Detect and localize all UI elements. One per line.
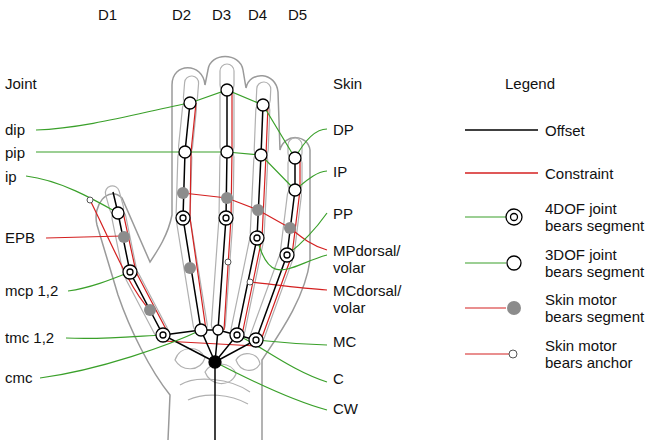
constraint-lines <box>46 90 327 346</box>
part-label: Skin <box>333 75 362 92</box>
leader-lines <box>26 90 327 410</box>
part-label: pip <box>5 144 25 161</box>
part-label: MCdorsal/ volar <box>333 282 413 316</box>
legend-text: Constraint <box>545 165 653 182</box>
part-label: MC <box>333 333 356 350</box>
bone-outlines <box>104 64 302 344</box>
skin-motors <box>118 187 296 316</box>
part-label: Joint <box>5 75 37 92</box>
hand-outline <box>96 57 310 440</box>
digit-label: D4 <box>248 6 267 23</box>
legend-text: Offset <box>545 122 653 139</box>
skin-anchors <box>87 197 253 285</box>
part-label: C <box>333 370 344 387</box>
carpal-bones <box>175 348 260 404</box>
part-label: IP <box>333 163 347 180</box>
part-label: MPdorsal/ volar <box>333 242 413 276</box>
part-label: CW <box>333 400 358 417</box>
part-label: ip <box>5 168 17 185</box>
legend-samples <box>465 130 538 358</box>
part-label: PP <box>333 205 353 222</box>
digit-label: D3 <box>212 6 231 23</box>
part-label: DP <box>333 121 354 138</box>
legend-text: Skin motor bears anchor <box>545 337 653 371</box>
digit-label: D5 <box>288 6 307 23</box>
part-label: Legend <box>505 75 555 92</box>
part-label: cmc <box>5 369 33 386</box>
legend-text: Skin motor bears segment <box>545 291 653 325</box>
part-label: EPB <box>5 229 35 246</box>
legend-text: 4DOF joint bears segment <box>545 200 653 234</box>
digit-label: D1 <box>98 6 117 23</box>
part-label: tmc 1,2 <box>5 329 54 346</box>
part-label: mcp 1,2 <box>5 282 58 299</box>
part-label: dip <box>5 121 25 138</box>
joint-markers <box>112 84 301 368</box>
digit-label: D2 <box>172 6 191 23</box>
legend-text: 3DOF joint bears segment <box>545 246 653 280</box>
